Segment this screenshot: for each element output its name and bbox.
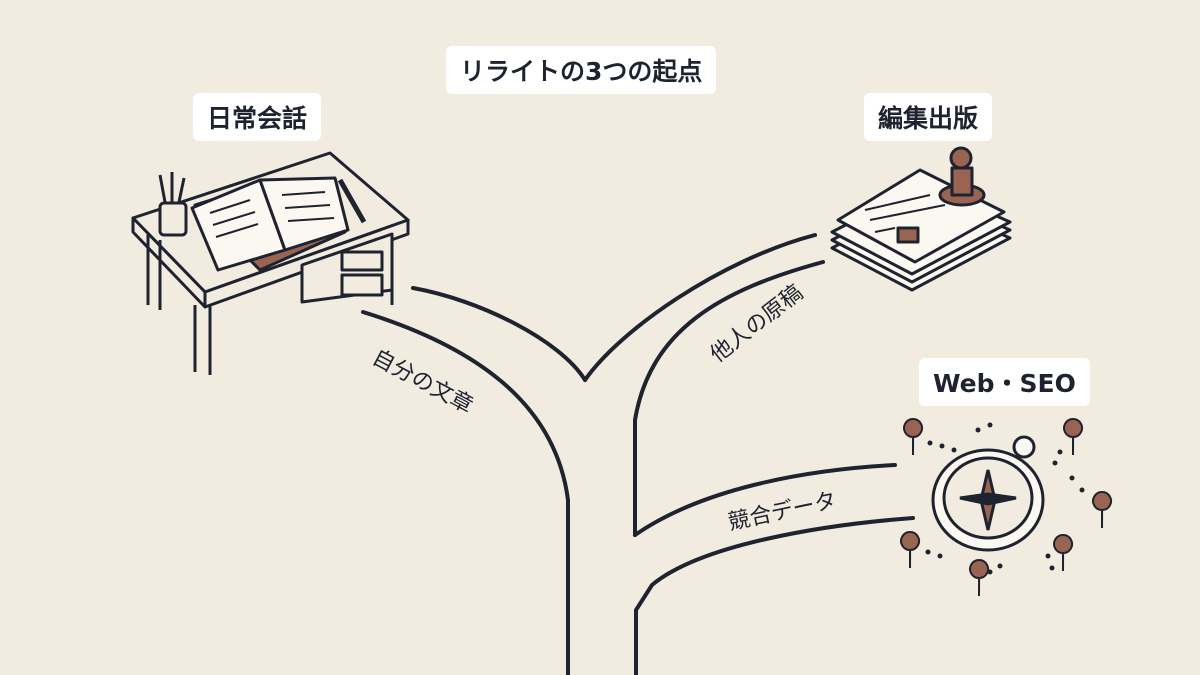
map-pin-icon [900, 531, 921, 569]
map-pin-icon [903, 418, 924, 456]
map-pin-icon [1063, 418, 1084, 456]
pin-trail-dots [925, 422, 1085, 575]
desk-with-notebook-icon [131, 151, 410, 375]
origin-label-daily-conversation: 日常会話 [193, 93, 322, 141]
road-path-compass-upper [633, 463, 897, 537]
compass-with-map-pins-icon [931, 435, 1045, 552]
road-path-left-inner [411, 286, 587, 382]
road-path-right [583, 233, 817, 382]
origin-label-web-seo: Web・SEO [919, 358, 1090, 406]
map-pins [900, 418, 1113, 597]
map-pin-icon [1053, 534, 1074, 572]
map-pin-icon [1092, 491, 1113, 529]
road-path-compass-lower [634, 516, 915, 675]
diagram-title: リライトの3つの起点 [446, 46, 717, 94]
origin-label-editorial-publishing: 編集出版 [864, 93, 993, 141]
manuscript-stack-with-stamp-icon [830, 146, 1012, 292]
road-path-left [361, 310, 570, 675]
road-path-right-inner [633, 260, 825, 537]
map-pin-icon [969, 559, 990, 597]
